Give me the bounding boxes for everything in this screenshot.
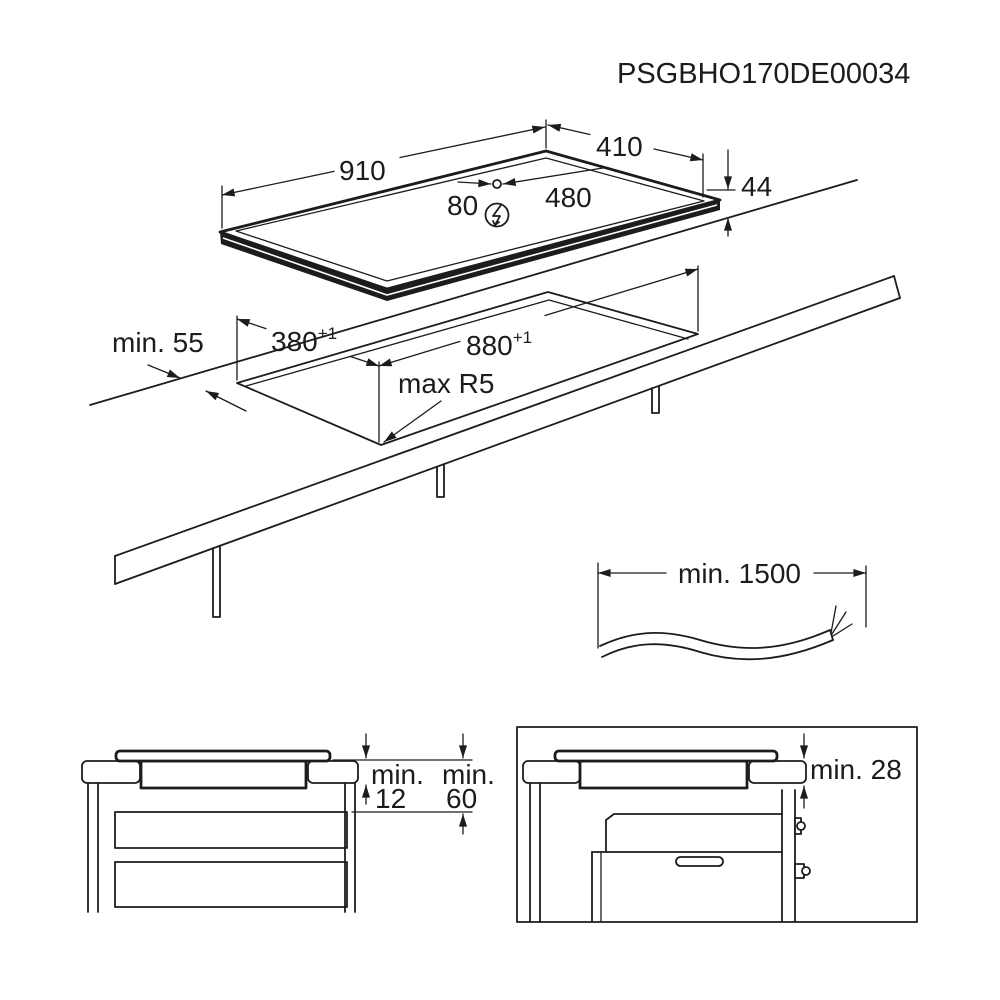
document-code: PSGBHO170DE00034	[617, 58, 910, 90]
cutout-width-label: 880+1	[466, 328, 532, 361]
gap-value-label: 12	[375, 783, 406, 814]
hob-width-dimension-line	[221, 170, 335, 197]
countertop-section-left	[522, 760, 581, 784]
hob-glass-plate	[114, 749, 332, 763]
lightning-bolt-icon-tip	[492, 220, 500, 226]
clearance-prefix-label: min.	[442, 759, 495, 790]
hob-body	[139, 759, 308, 790]
cable-length-label: min. 1500	[678, 558, 801, 589]
oven-housing	[605, 813, 783, 853]
lightning-bolt-icon	[484, 202, 510, 228]
connection-offset-arrow	[457, 179, 492, 188]
cutout: 380+1 880+1 min. 55 max R5	[112, 265, 699, 446]
countertop-back-edge	[89, 179, 858, 406]
hob: 910 410 44 80 480	[218, 119, 772, 301]
cutout-depth-dimension-line	[349, 355, 380, 367]
countertop-front-bottom-edge	[114, 297, 901, 585]
cable-wire	[830, 605, 837, 634]
oven-handle	[675, 856, 724, 867]
oven-fixing-screw	[796, 821, 806, 831]
hob-depth-dimension-line	[653, 148, 704, 162]
cutout-depth-dimension-line	[236, 318, 267, 330]
power-cable: min. 1500	[597, 558, 867, 661]
min-back-distance-label: min. 55	[112, 327, 204, 358]
gap-prefix-label: min.	[371, 759, 424, 790]
corner-radius-leader	[383, 400, 442, 443]
cutout-width-value: 880	[466, 330, 513, 361]
corner-radius-label: max R5	[398, 368, 494, 399]
connection-distance-label: 480	[545, 182, 592, 213]
hob-height-label: 44	[741, 171, 772, 202]
cable-wire	[831, 611, 847, 635]
connection-offset-label: 80	[447, 190, 478, 221]
cabinet-leg	[212, 545, 221, 618]
cutout-opening	[236, 291, 699, 446]
hob-width-label: 910	[339, 155, 386, 186]
cabinet-legs	[212, 385, 660, 618]
min-back-distance-arrow	[147, 364, 181, 379]
cutout-width-tolerance: +1	[513, 328, 532, 347]
connection-distance-line	[502, 167, 604, 187]
countertop	[89, 179, 901, 585]
hob-width-dimension-line	[399, 125, 546, 159]
countertop-section-right	[748, 760, 807, 784]
hob-body	[578, 759, 749, 790]
cutout-depth-label: 380+1	[271, 324, 337, 357]
cutout-inner-wall	[245, 299, 689, 387]
cable-outline-bottom	[601, 639, 834, 661]
countertop-right-end	[893, 275, 901, 299]
hob-depth-dimension-line	[547, 123, 591, 136]
min-back-distance-arrow	[205, 390, 247, 412]
drawer-front	[114, 811, 348, 849]
hob-top-surface	[218, 149, 722, 291]
hob-frame-highlight	[222, 204, 718, 296]
clearance-value-label: 60	[446, 783, 477, 814]
cabinet-leg	[436, 463, 445, 498]
drawer-installation-section: min. 12 min. 60	[81, 733, 495, 913]
oven-gap-label: min. 28	[810, 754, 902, 785]
hob-glass-plate	[553, 749, 779, 763]
countertop-section-left	[81, 760, 141, 784]
oven-installation-section: min. 28	[516, 726, 918, 923]
hob-depth-label: 410	[596, 131, 643, 162]
cutout-depth-value: 380	[271, 326, 318, 357]
cutout-depth-tolerance: +1	[318, 324, 337, 343]
oven-fixing-screw	[801, 866, 811, 876]
section-frame	[516, 726, 918, 923]
cutout-width-dimension-line	[544, 268, 699, 317]
countertop-section-right	[307, 760, 359, 784]
cable-end	[829, 629, 834, 641]
connection-point	[492, 179, 502, 189]
cabinet-leg	[651, 385, 660, 414]
countertop-front-top-edge	[114, 275, 895, 557]
cutout-width-dimension-line	[378, 340, 461, 367]
drawer-front	[114, 861, 348, 908]
lightning-bolt-icon-bolt	[492, 204, 502, 226]
cable-outline-top	[599, 629, 831, 649]
lightning-bolt-icon-ring	[484, 202, 510, 228]
hob-glass-inner-edge	[235, 157, 705, 282]
cable-wire	[832, 623, 853, 637]
